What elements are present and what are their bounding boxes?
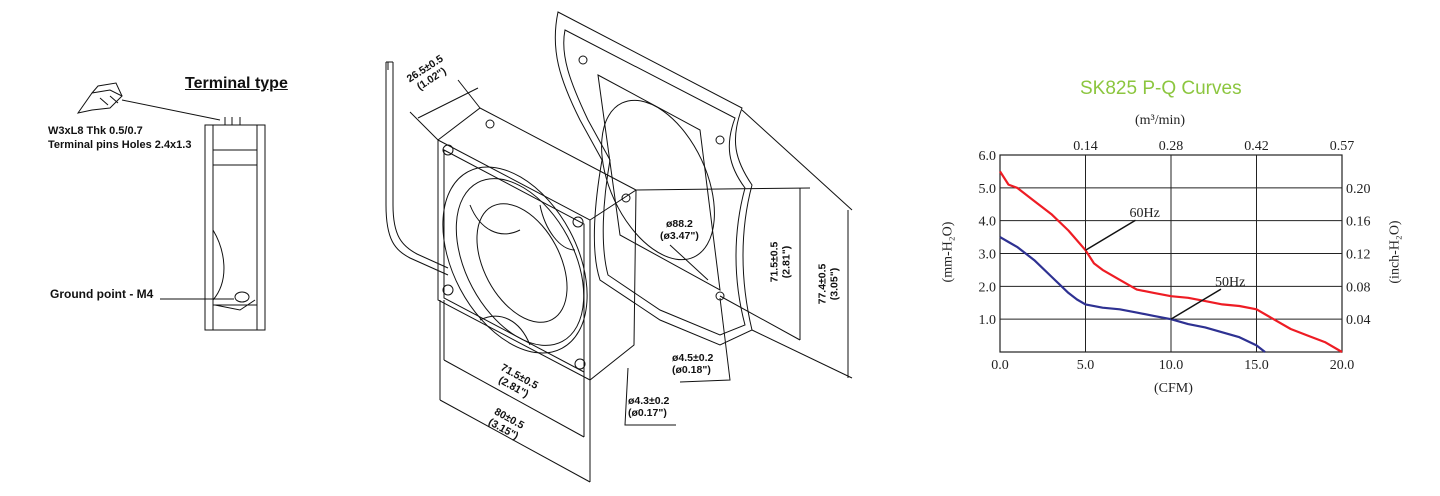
chart-y-right-tick-label: 0.12 — [1346, 248, 1371, 263]
chart-top-axis-label: (m³/min) — [1135, 113, 1186, 128]
hole-a-dim-mm: ø4.5±0.2 — [672, 352, 714, 364]
chart-y-left-tick-label: 4.0 — [979, 215, 997, 230]
hole-a-dim-label: ø4.5±0.2 (ø0.18") — [672, 352, 713, 376]
chart-y-left-tick-label: 6.0 — [979, 149, 997, 164]
chart-title: SK825 P-Q Curves — [1080, 78, 1242, 99]
hole-b-dim-mm: ø4.3±0.2 — [628, 395, 670, 407]
chart-annotation-leader — [1085, 219, 1136, 251]
fan-side-profile — [204, 124, 266, 331]
chart-x-tick-label: 5.0 — [1077, 358, 1095, 373]
chart-annotation-leader — [1170, 288, 1222, 320]
hole-b-dim-label: ø4.3±0.2 (ø0.17") — [628, 395, 669, 419]
chart-y-right-tick-label: 0.08 — [1346, 280, 1371, 295]
chart-x-top-tick-label: 0.14 — [1073, 139, 1098, 154]
fan-hub — [476, 203, 568, 323]
terminal-spec-line1: W3xL8 Thk 0.5/0.7 — [48, 125, 143, 137]
chart-x-top-tick-label: 0.42 — [1244, 139, 1269, 154]
chart-x-tick-label: 10.0 — [1159, 358, 1184, 373]
ground-screw-icon — [234, 291, 250, 303]
hole-a-dim-in: (ø0.18") — [672, 364, 711, 376]
lead-wires — [385, 62, 449, 276]
chart-y-right-tick-label: 0.16 — [1346, 215, 1371, 230]
hole-b-dim-in: (ø0.17") — [628, 407, 667, 419]
chart-y-left-tick-label: 3.0 — [979, 248, 997, 263]
chart-annotation-label: 50Hz — [1215, 275, 1245, 290]
terminal-spec-line2: Terminal pins Holes 2.4x1.3 — [48, 139, 192, 151]
terminal-type-title: Terminal type — [185, 75, 288, 92]
chart-y-right-tick-label: 0.04 — [1346, 313, 1371, 328]
chart-series-line — [999, 170, 1343, 353]
chart-y-left-tick-label: 1.0 — [979, 313, 997, 328]
chart-x-tick-label: 20.0 — [1330, 358, 1355, 373]
diameter-dim-mm: ø88.2 — [665, 218, 693, 230]
chart-annotation-label: 60Hz — [1130, 206, 1160, 221]
chart-series-line — [999, 236, 1266, 353]
chart-y-right-tick-label: 0.20 — [1346, 182, 1371, 197]
chart-x-tick-label: 15.0 — [1244, 358, 1269, 373]
diameter-dim-in: (ø3.47") — [660, 230, 699, 242]
chart-y-left-tick-label: 5.0 — [979, 182, 997, 197]
chart-x-axis-label: (CFM) — [1154, 381, 1193, 396]
chart-x-top-tick-label: 0.57 — [1330, 139, 1355, 154]
chart-x-top-tick-label: 0.28 — [1159, 139, 1184, 154]
mounting-plate — [554, 11, 753, 346]
diameter-dim-label: ø88.2 (ø3.47") — [660, 218, 699, 242]
chart-x-tick-label: 0.0 — [991, 358, 1009, 373]
ground-point-label: Ground point - M4 — [50, 287, 154, 301]
chart-y-left-tick-label: 2.0 — [979, 280, 997, 295]
